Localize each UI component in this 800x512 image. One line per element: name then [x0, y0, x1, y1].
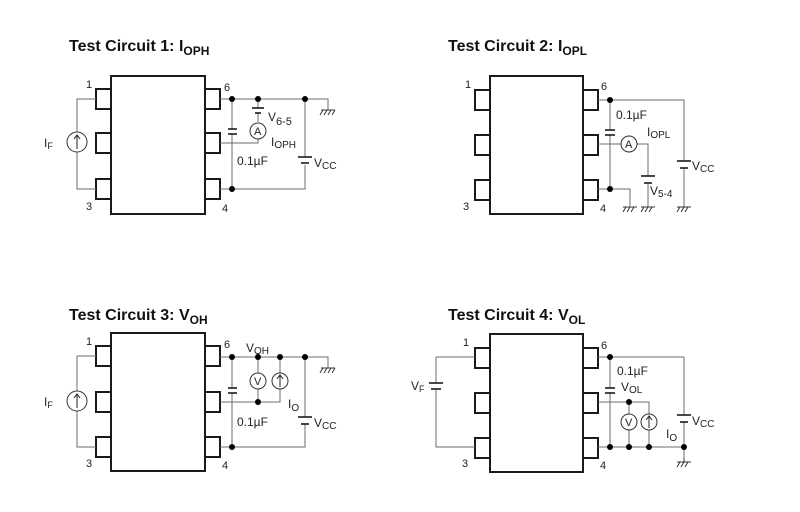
- pin-5: [582, 392, 599, 414]
- supply-battery-icon: [298, 156, 312, 164]
- pin-1-label: 1: [86, 79, 92, 91]
- circuit-2-title: Test Circuit 2: IOPL: [448, 38, 587, 58]
- voltmeter-icon: V: [249, 372, 267, 390]
- pin-2: [474, 392, 491, 414]
- ammeter-icon: A: [249, 122, 267, 140]
- bias-battery-icon: [252, 107, 264, 114]
- capacitor-label: 0.1µF: [237, 154, 268, 168]
- pin-1: [474, 89, 491, 111]
- pin-3-label: 3: [86, 201, 92, 213]
- current-source-icon: [66, 390, 88, 412]
- load-label: IO: [288, 397, 299, 414]
- capacitor-icon: [605, 387, 615, 394]
- circuit-1-title: Test Circuit 1: IOPH: [69, 38, 209, 58]
- test-circuit-4: Test Circuit 4: VOL 1 6 3 4 VF V: [411, 307, 714, 473]
- test-circuit-2: Test Circuit 2: IOPL 1 6 3 4 A: [448, 38, 714, 215]
- pin-4-label: 4: [600, 460, 606, 472]
- ic-package: [110, 332, 206, 472]
- ground-icon: [676, 458, 691, 468]
- current-source-icon: [66, 131, 88, 153]
- pin-2: [474, 134, 491, 156]
- pin-3: [474, 437, 491, 459]
- pin-4: [582, 437, 599, 459]
- supply-label: VCC: [314, 416, 336, 432]
- supply-label: VCC: [314, 156, 336, 172]
- ground-icon: [319, 109, 336, 116]
- pin-2: [95, 391, 112, 413]
- pin-3-label: 3: [463, 201, 469, 213]
- pin-6-label: 6: [601, 81, 607, 93]
- pin-5: [204, 132, 221, 154]
- meter-label: IOPL: [647, 125, 671, 141]
- ic-package: [110, 75, 206, 215]
- supply-battery-icon: [677, 160, 691, 169]
- pin-4: [204, 436, 221, 458]
- svg-text:A: A: [254, 126, 262, 138]
- circuit-4-title: Test Circuit 4: VOL: [448, 307, 585, 327]
- pin-3: [474, 179, 491, 201]
- ammeter-icon: A: [620, 135, 638, 153]
- input-source-label: IF: [44, 395, 53, 410]
- test-circuit-3: Test Circuit 3: VOH 1 6 3 4 IF V: [44, 307, 336, 472]
- pin-4: [582, 179, 599, 201]
- supply-label: VCC: [692, 159, 714, 175]
- pin-6-label: 6: [224, 339, 230, 351]
- pin-6-label: 6: [601, 340, 607, 352]
- pin-1: [95, 345, 112, 367]
- pin-6-label: 6: [224, 82, 230, 94]
- voltmeter-icon: V: [620, 413, 638, 431]
- current-source-icon: [640, 413, 658, 431]
- battery-icon: [429, 382, 443, 390]
- pin-1: [95, 88, 112, 110]
- circuit-3-title: Test Circuit 3: VOH: [69, 307, 208, 327]
- bias-label: V5-4: [650, 184, 673, 200]
- pin-5: [582, 134, 599, 156]
- voltmeter-label: VOH: [246, 341, 269, 357]
- svg-text:V: V: [254, 376, 262, 388]
- meter-label: IOPH: [271, 135, 296, 151]
- supply-battery-icon: [298, 416, 312, 425]
- svg-text:V: V: [625, 417, 633, 429]
- pin-5: [204, 391, 221, 413]
- input-source-label: VF: [411, 379, 425, 394]
- pin-3-label: 3: [462, 458, 468, 470]
- ic-package: [489, 333, 584, 473]
- pin-3: [95, 436, 112, 458]
- pin-1-label: 1: [86, 336, 92, 348]
- pin-4-label: 4: [600, 203, 606, 215]
- supply-battery-icon: [677, 414, 691, 423]
- pin-6: [204, 88, 221, 110]
- pin-1: [474, 347, 491, 369]
- pin-2: [95, 132, 112, 154]
- bias-label: V6-5: [268, 110, 292, 128]
- load-label: IO: [666, 427, 677, 444]
- ic-package: [489, 75, 584, 215]
- pin-6: [582, 347, 599, 369]
- pin-3-label: 3: [86, 458, 92, 470]
- test-circuit-1: Test Circuit 1: IOPH 1 6 3 4 IF: [44, 38, 336, 215]
- current-source-icon: [271, 372, 289, 390]
- svg-text:A: A: [625, 139, 633, 151]
- voltmeter-label: VOL: [621, 380, 643, 396]
- pin-4: [204, 178, 221, 200]
- pin-6: [582, 89, 599, 111]
- pin-4-label: 4: [222, 460, 228, 472]
- ground-icon: [319, 367, 336, 374]
- input-source-label: IF: [44, 136, 53, 151]
- ground-icon: [622, 206, 691, 213]
- capacitor-label: 0.1µF: [237, 415, 268, 429]
- capacitor-label: 0.1µF: [616, 108, 647, 122]
- pin-3: [95, 178, 112, 200]
- capacitor-icon: [228, 387, 237, 394]
- pin-4-label: 4: [222, 203, 228, 215]
- capacitor-icon: [605, 129, 615, 136]
- pin-1-label: 1: [463, 337, 469, 349]
- pin-1-label: 1: [465, 79, 471, 91]
- supply-label: VCC: [692, 414, 714, 430]
- capacitor-icon: [228, 128, 237, 135]
- bias-battery-icon: [641, 175, 655, 184]
- capacitor-label: 0.1µF: [617, 364, 648, 378]
- pin-6: [204, 345, 221, 367]
